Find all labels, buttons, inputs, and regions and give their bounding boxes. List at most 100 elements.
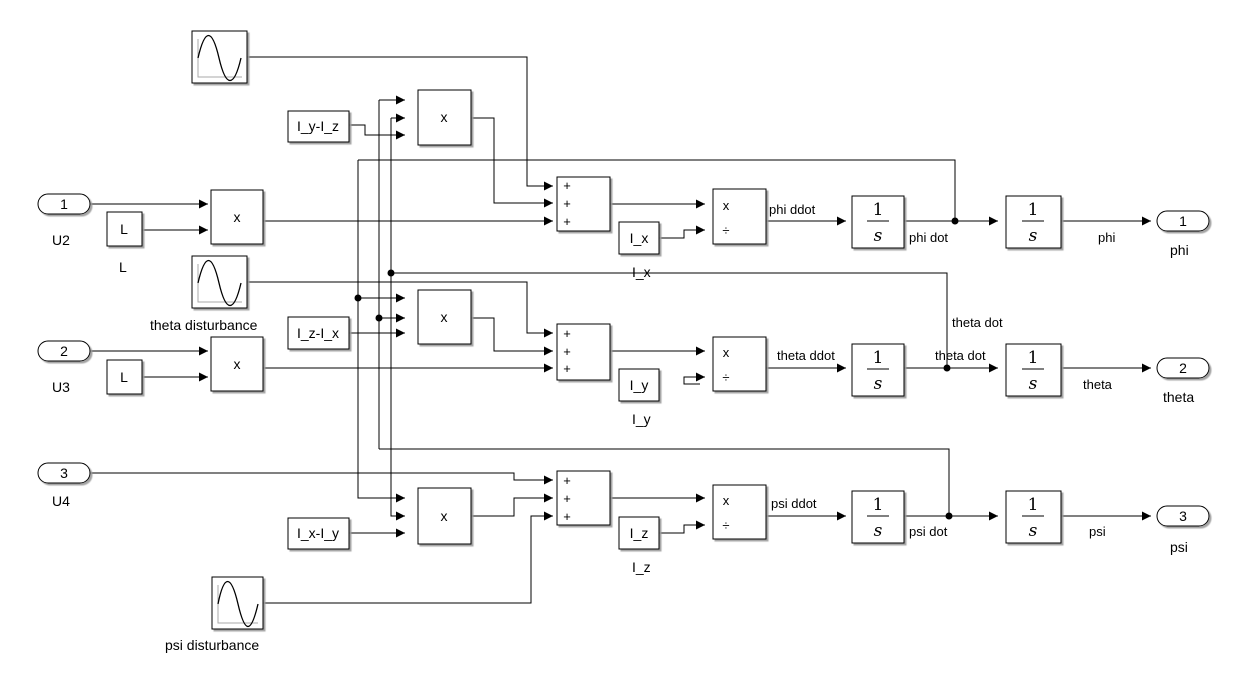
arrowhead <box>544 328 553 338</box>
product-block-theta-coupling[interactable]: x <box>417 289 472 345</box>
constant-iy-minus-iz[interactable]: I_y-I_z <box>287 110 350 143</box>
sine-source-psi[interactable] <box>211 576 264 630</box>
svg-text:1: 1 <box>873 200 884 220</box>
svg-text:1: 1 <box>60 196 68 212</box>
signal-label-phi-dot: phi dot <box>909 230 948 245</box>
arrowhead <box>1142 363 1151 373</box>
sine-wave-icon <box>197 264 242 303</box>
divide-block-theta[interactable]: x ÷ <box>712 336 767 392</box>
sine-wave-icon <box>197 39 242 78</box>
product-block-psi-coupling[interactable]: x <box>417 487 472 545</box>
arrowhead <box>696 493 705 503</box>
outport-phi-label: phi <box>1170 242 1189 258</box>
arrowhead <box>1142 216 1151 226</box>
svg-text:÷: ÷ <box>722 223 729 238</box>
signal-label-theta-dot: theta dot <box>935 348 986 363</box>
svg-text:+: + <box>563 491 571 506</box>
theta-disturbance-label: theta disturbance <box>150 317 258 333</box>
sum-block-phi[interactable]: + + + <box>556 176 611 232</box>
svg-text:s: s <box>1029 226 1038 246</box>
sine-source-theta[interactable] <box>191 255 248 309</box>
svg-text:1: 1 <box>873 348 884 368</box>
constant-iz-label: I_z <box>632 559 651 575</box>
svg-text:s: s <box>1029 374 1038 394</box>
constant-L-row1[interactable]: L <box>106 211 143 247</box>
integrator-psi-ddot[interactable]: 1 s <box>851 490 905 544</box>
arrowhead <box>837 363 846 373</box>
psi-disturbance-label: psi disturbance <box>165 637 259 653</box>
integrator-psi-dot[interactable]: 1 s <box>1005 490 1062 544</box>
constant-ix-minus-iy[interactable]: I_x-I_y <box>287 517 350 550</box>
arrowhead <box>544 346 553 356</box>
arrowhead <box>837 216 846 226</box>
svg-text:+: + <box>563 196 571 211</box>
product-block-phi-coupling[interactable]: x <box>417 89 472 146</box>
sum-block-theta[interactable]: + + + <box>556 323 611 381</box>
arrowhead <box>544 198 553 208</box>
outport-psi-label: psi <box>1170 539 1188 555</box>
inport-u2-label: U2 <box>52 232 70 248</box>
svg-text:s: s <box>874 374 883 394</box>
svg-text:+: + <box>563 361 571 376</box>
outport-psi[interactable]: 3 <box>1156 505 1210 527</box>
signal-label-psi-dot: psi dot <box>909 524 948 539</box>
arrowhead <box>696 199 705 209</box>
arrowhead <box>396 95 405 105</box>
constant-ix[interactable]: I_x <box>618 221 660 255</box>
constant-L-row2[interactable]: L <box>106 359 143 395</box>
svg-text:I_z: I_z <box>630 525 649 541</box>
arrowhead <box>396 113 405 123</box>
arrowhead <box>544 181 553 191</box>
signal-label-phi: phi <box>1098 230 1115 245</box>
svg-text:+: + <box>563 473 571 488</box>
svg-text:+: + <box>563 214 571 229</box>
constant-iz-minus-ix[interactable]: I_z-I_x <box>287 316 350 350</box>
svg-text:x: x <box>441 508 448 524</box>
signal-label-psi-ddot: psi ddot <box>771 496 817 511</box>
arrowheads <box>199 95 1151 538</box>
divide-block-psi[interactable]: x ÷ <box>712 484 767 540</box>
outport-theta[interactable]: 2 <box>1156 357 1210 379</box>
arrowhead <box>199 199 208 209</box>
integrator-theta-dot[interactable]: 1 s <box>1005 343 1062 397</box>
sine-source-phi[interactable] <box>191 30 248 84</box>
svg-text:1: 1 <box>1179 213 1187 229</box>
signal-label-psi: psi <box>1089 524 1106 539</box>
inport-u3-label: U3 <box>52 379 70 395</box>
arrowhead <box>989 511 998 521</box>
arrowhead <box>396 328 405 338</box>
divide-block-phi[interactable]: x ÷ <box>712 188 767 245</box>
svg-text:+: + <box>563 344 571 359</box>
integrator-theta-ddot[interactable]: 1 s <box>851 343 905 397</box>
arrowhead <box>544 511 553 521</box>
svg-text:s: s <box>874 226 883 246</box>
outport-phi[interactable]: 1 <box>1156 210 1210 232</box>
arrowhead <box>989 363 998 373</box>
outport-theta-label: theta <box>1163 389 1194 405</box>
sum-block-psi[interactable]: + + + <box>556 470 611 526</box>
svg-text:L: L <box>120 369 128 385</box>
svg-text:1: 1 <box>1028 495 1039 515</box>
svg-text:I_x-I_y: I_x-I_y <box>297 525 339 541</box>
svg-text:L: L <box>120 221 128 237</box>
arrowhead <box>396 293 405 303</box>
constant-iy[interactable]: I_y <box>618 368 660 402</box>
svg-text:+: + <box>563 326 571 341</box>
constant-ix-label: I_x <box>632 264 651 280</box>
arrowhead <box>696 372 705 382</box>
svg-text:I_z-I_x: I_z-I_x <box>297 325 339 341</box>
arrowhead <box>544 493 553 503</box>
product-block-u2-L[interactable]: x <box>210 189 264 245</box>
integrator-phi-ddot[interactable]: 1 s <box>851 195 905 249</box>
svg-text:1: 1 <box>1028 200 1039 220</box>
product-block-u3-L[interactable]: x <box>210 336 264 392</box>
arrowhead <box>989 216 998 226</box>
arrowhead <box>396 528 405 538</box>
inport-u4[interactable]: 3 <box>37 462 91 484</box>
integrator-phi-dot[interactable]: 1 s <box>1005 195 1062 249</box>
inport-u2[interactable]: 1 <box>37 193 91 215</box>
constant-iz[interactable]: I_z <box>618 516 660 550</box>
inport-u3[interactable]: 2 <box>37 340 91 362</box>
branch-points <box>354 217 959 520</box>
